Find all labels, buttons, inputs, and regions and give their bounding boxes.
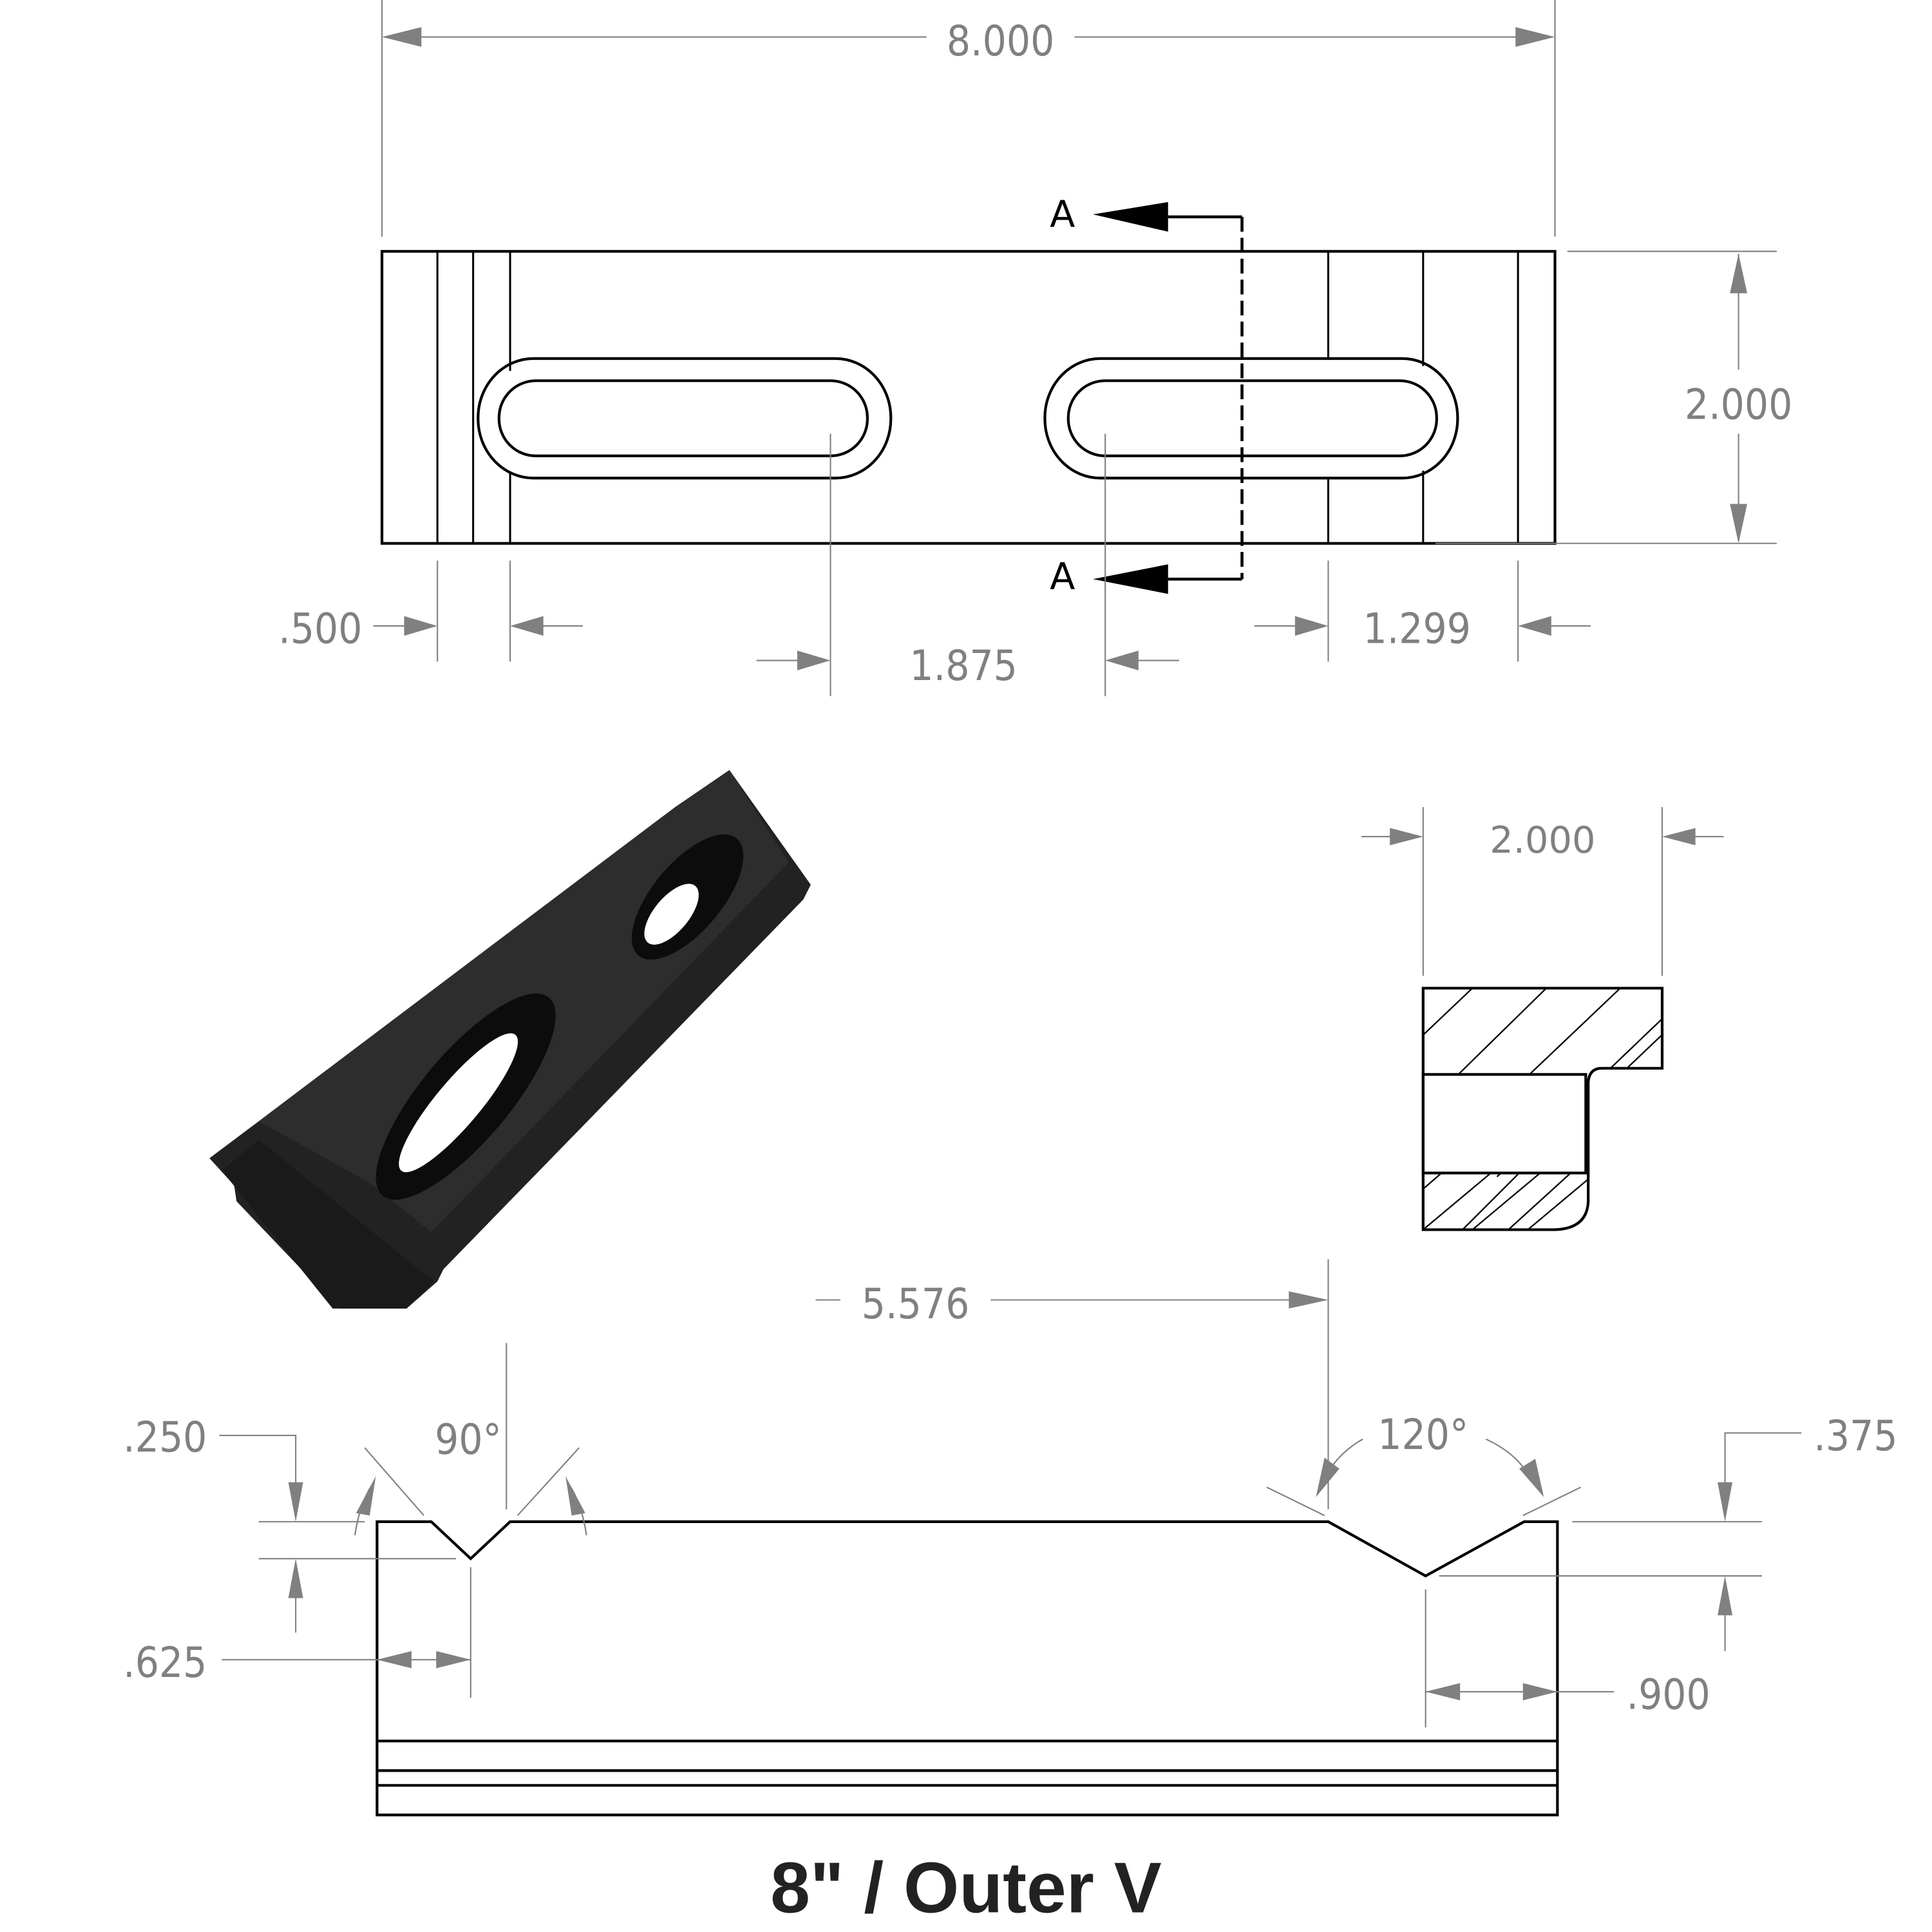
dim-left-v-angle: 90° (354, 1343, 587, 1536)
svg-text:.375: .375 (1814, 1412, 1897, 1461)
left-slot (497, 379, 869, 458)
svg-text:2.000: 2.000 (1490, 819, 1595, 862)
svg-text:.250: .250 (123, 1414, 207, 1462)
dim-width: 2.000 (1435, 251, 1792, 544)
left-slot-counterbore (477, 357, 893, 480)
svg-text:5.576: 5.576 (862, 1280, 969, 1329)
section-slot (1421, 1073, 1587, 1175)
svg-text:1.875: 1.875 (909, 642, 1017, 690)
svg-text:8.000: 8.000 (947, 17, 1054, 66)
dim-overall-length: 8.000 (381, 0, 1556, 237)
svg-text:1.299: 1.299 (1363, 605, 1471, 654)
front-view: .250 90° .625 5.576 (123, 1259, 1898, 1817)
dim-section-width: 2.000 (1361, 807, 1724, 976)
dim-right-v-offset: .900 (1425, 1589, 1710, 1728)
section-hatch (1423, 988, 1662, 1230)
section-outline (1421, 987, 1664, 1231)
section-arrow-top-icon (1093, 202, 1168, 232)
top-view-outline (381, 250, 1557, 545)
drawing-title: 8" / Outer V (770, 1848, 1162, 1927)
front-view-outline (375, 1520, 1559, 1817)
svg-text:.500: .500 (278, 605, 362, 654)
svg-text:.625: .625 (123, 1639, 207, 1687)
section-arrow-bottom-icon (1093, 564, 1168, 594)
dim-right-v-angle: 120° (1266, 1411, 1582, 1517)
svg-text:2.000: 2.000 (1685, 381, 1792, 430)
dim-left-v-offset: .625 (123, 1567, 471, 1698)
product-photo (209, 770, 811, 1309)
svg-text:90°: 90° (435, 1416, 502, 1464)
dim-slot-spacing: 1.875 (756, 433, 1179, 696)
top-view: A A 8.000 2.000 (278, 0, 1792, 696)
right-slot-counterbore (1043, 357, 1459, 480)
dim-v-spacing: 5.576 (815, 1259, 1329, 1510)
section-view: 2.000 (1361, 807, 1724, 1231)
dim-right-step: 1.299 (1254, 560, 1591, 662)
svg-text:120°: 120° (1378, 1411, 1468, 1459)
section-label-bottom: A (1050, 555, 1075, 598)
section-label-top: A (1050, 193, 1075, 236)
dim-right-v-depth: .375 (1439, 1412, 1898, 1651)
dim-left-v-depth: .250 (123, 1414, 456, 1633)
section-cut-line: A A (1050, 193, 1244, 598)
svg-text:.900: .900 (1627, 1671, 1710, 1719)
dim-edge-offset: .500 (278, 560, 583, 662)
right-slot (1066, 379, 1438, 458)
